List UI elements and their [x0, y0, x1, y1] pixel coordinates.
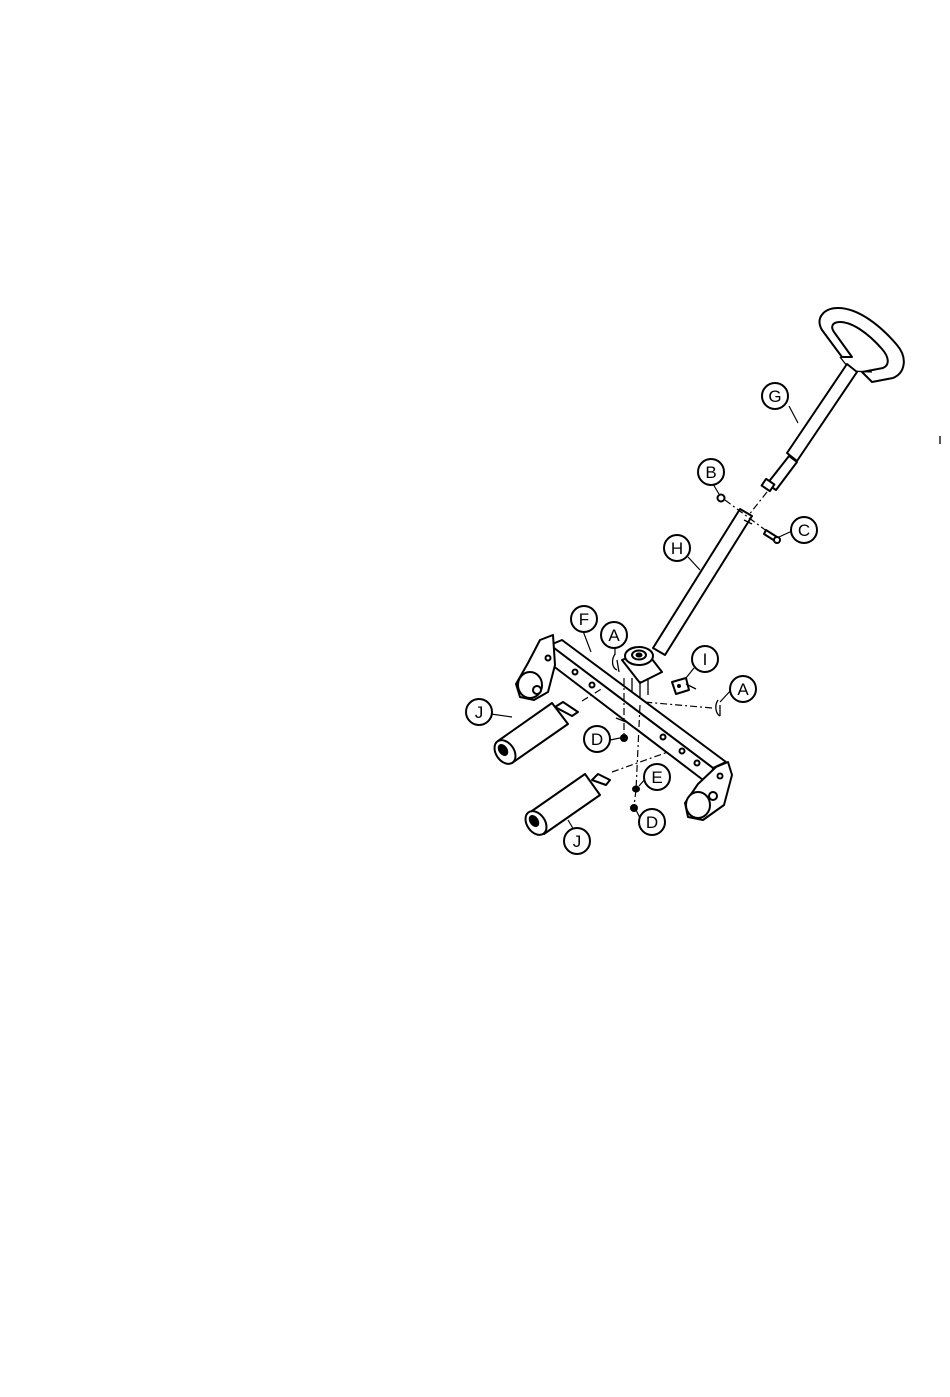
- callout-a2: A: [730, 676, 756, 702]
- svg-text:D: D: [591, 730, 603, 749]
- hitch-pin-a-left: [613, 654, 619, 672]
- callout-b: B: [698, 459, 724, 485]
- handle-axis-line: [748, 492, 767, 516]
- svg-text:B: B: [705, 463, 716, 482]
- callout-d1: D: [584, 726, 610, 752]
- svg-text:J: J: [573, 832, 582, 851]
- svg-text:A: A: [608, 626, 620, 645]
- wheel-j-upper: [490, 702, 578, 768]
- callout-d2: D: [639, 809, 665, 835]
- svg-text:G: G: [768, 387, 781, 406]
- callout-i: I: [692, 646, 718, 672]
- svg-text:F: F: [579, 610, 589, 629]
- callout-g: G: [762, 383, 788, 409]
- nut-b: [718, 495, 725, 502]
- washer-e: [633, 786, 640, 792]
- pin-a-axis-line: [644, 702, 712, 708]
- callout-f: F: [571, 606, 597, 632]
- callout-j1: J: [466, 699, 492, 725]
- svg-text:H: H: [671, 539, 683, 558]
- bolt-c: [764, 530, 780, 543]
- callout-a1: A: [601, 622, 627, 648]
- hitch-pin-a-right: [716, 700, 720, 716]
- bracket-i: [672, 678, 696, 694]
- svg-text:C: C: [798, 521, 810, 540]
- svg-text:J: J: [475, 703, 484, 722]
- svg-text:I: I: [703, 650, 708, 669]
- svg-text:E: E: [651, 768, 662, 787]
- nut-d-upper: [621, 735, 628, 742]
- callout-h: H: [664, 535, 690, 561]
- callout-e: E: [644, 764, 670, 790]
- callout-j2: J: [564, 828, 590, 854]
- svg-text:D: D: [646, 813, 658, 832]
- lower-handle-part: [653, 509, 752, 655]
- leader-lines: [491, 406, 798, 835]
- svg-text:A: A: [737, 680, 749, 699]
- left-wheel-bracket: [516, 635, 555, 700]
- callout-c: C: [791, 517, 817, 543]
- wheel-j-lower: [521, 774, 610, 839]
